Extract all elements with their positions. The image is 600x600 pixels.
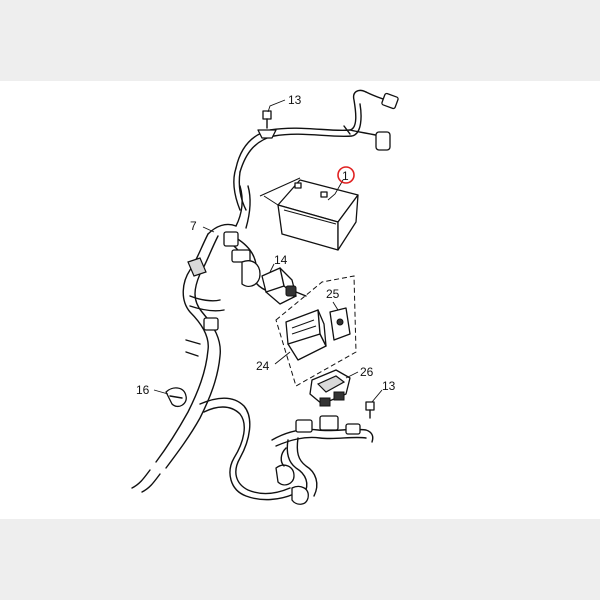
relay-14 <box>261 267 307 305</box>
ecu-group <box>275 275 357 407</box>
main-harness <box>131 185 295 501</box>
top-harness <box>233 89 399 211</box>
callout-14: 14 <box>274 253 288 267</box>
clamp-16 <box>165 387 187 408</box>
callout-7: 7 <box>190 219 197 233</box>
callout-13-top: 13 <box>288 93 302 107</box>
callout-26: 26 <box>360 365 374 379</box>
callout-16: 16 <box>136 383 150 397</box>
highlight-circle <box>337 166 355 184</box>
diagram-panel <box>0 81 600 519</box>
bolt-13-top <box>257 110 277 139</box>
callout-1: 1 <box>342 169 349 183</box>
callout-25: 25 <box>326 287 340 301</box>
leader-lines <box>153 99 383 403</box>
callout-24: 24 <box>256 359 270 373</box>
battery <box>259 177 359 251</box>
lower-harness <box>271 415 374 505</box>
callout-13-lower: 13 <box>382 379 396 393</box>
bolt-13-lower <box>365 401 375 419</box>
